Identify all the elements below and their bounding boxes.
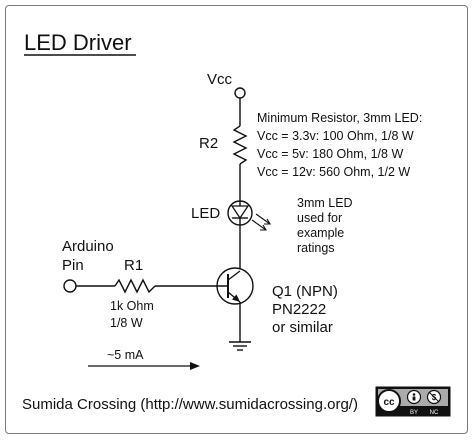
resistor-note-heading: Minimum Resistor, 3mm LED: <box>257 111 422 125</box>
resistor-note-line: Vcc = 3.3v: 100 Ohm, 1/8 W <box>257 129 414 143</box>
diagram-frame <box>5 5 468 434</box>
q1-emitter-arrow <box>232 294 240 302</box>
led-anode-triangle <box>230 205 250 220</box>
r1-resistor <box>114 278 156 294</box>
q1-alternative: or similar <box>272 319 333 336</box>
vcc-terminal <box>234 87 246 99</box>
led-label: LED <box>191 205 220 222</box>
ground-symbol <box>229 341 251 351</box>
current-label: ~5 mA <box>107 348 144 362</box>
led-note-line: ratings <box>297 241 335 255</box>
r1-value: 1k Ohm <box>110 299 154 313</box>
led-note: 3mm LED used for example ratings <box>297 196 353 255</box>
footer-credit: Sumida Crossing (http://www.sumidacrossi… <box>22 396 358 413</box>
cc-circle-icon <box>377 389 401 413</box>
current-arrowhead <box>190 362 200 370</box>
arduino-pin-label: Pin <box>62 257 84 274</box>
arduino-label: Arduino <box>62 238 114 255</box>
led-note-line: used for <box>297 211 342 225</box>
resistor-note-line: Vcc = 12v: 560 Ohm, 1/2 W <box>257 165 410 179</box>
resistor-note-line: Vcc = 5v: 180 Ohm, 1/8 W <box>257 147 403 161</box>
led-note-line: 3mm LED <box>297 196 353 210</box>
license-by-label: BY <box>410 410 418 416</box>
q1-collector <box>227 270 241 281</box>
led-note-line: example <box>297 226 344 240</box>
q1-label: Q1 (NPN) <box>272 283 338 300</box>
svg-text:cc: cc <box>383 397 395 408</box>
license-nc-label: NC <box>430 410 439 416</box>
vcc-label: Vcc <box>207 71 233 88</box>
r1-label: R1 <box>124 257 143 274</box>
q1-part-number: PN2222 <box>272 301 326 318</box>
q1-transistor <box>216 267 254 305</box>
r2-label: R2 <box>199 135 218 152</box>
resistor-note: Minimum Resistor, 3mm LED: Vcc = 3.3v: 1… <box>257 111 422 179</box>
r2-resistor <box>232 125 248 165</box>
led-light-arrows <box>251 213 271 231</box>
led-symbol <box>227 200 271 231</box>
arduino-pin-terminal <box>63 279 77 293</box>
cc-by-nc-icon: cc $ BY NC <box>375 386 451 417</box>
r1-power-rating: 1/8 W <box>110 316 143 330</box>
diagram-title: LED Driver <box>24 30 132 55</box>
